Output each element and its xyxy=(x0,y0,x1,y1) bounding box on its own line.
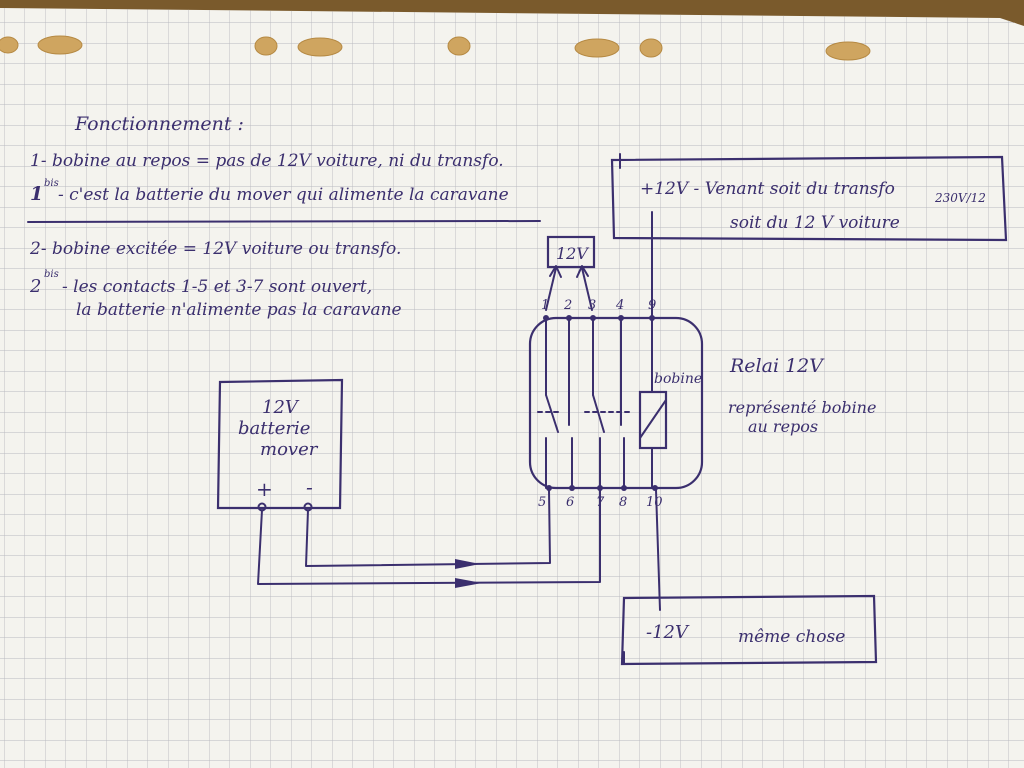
relay-pin-1: 1 xyxy=(541,298,549,313)
arrow-on-plus-wire xyxy=(455,578,482,588)
battery-label-2: batterie xyxy=(238,418,310,439)
arrow-on-minus-wire xyxy=(455,559,480,569)
wire-minus-to-pin-5 xyxy=(305,489,551,567)
relay-pin-8: 8 xyxy=(619,495,627,510)
ground-box-right: même chose xyxy=(738,627,845,647)
note-line-2: 2- bobine excitée = 12V voiture ou trans… xyxy=(29,239,401,259)
arrow-head-3 xyxy=(576,265,589,278)
relay-bottom-pin-dots xyxy=(546,485,658,491)
relay-coil-slash xyxy=(639,399,667,439)
battery-minus: - xyxy=(306,475,313,499)
relay-desc-line-2: au repos xyxy=(748,417,818,436)
ground-box-left: -12V xyxy=(646,622,690,643)
note-line-2bis-number: 2 xyxy=(29,276,41,297)
ground-wire-pin-10 xyxy=(655,489,661,611)
relay-coil-label: bobine xyxy=(654,371,702,387)
battery-label-1: 12V xyxy=(262,397,300,418)
binder-holes xyxy=(0,35,871,61)
separator-line xyxy=(27,220,541,223)
supply-box-line-2: soit du 12 V voiture xyxy=(730,213,900,233)
relay-pin-4: 4 xyxy=(615,298,624,313)
relay-pin-3: 3 xyxy=(588,298,596,313)
note-line-2bis-text-a: - les contacts 1-5 et 3-7 sont ouvert, xyxy=(62,277,372,297)
paper-grid xyxy=(0,8,1024,768)
note-line-2bis-text-b: la batterie n'alimente pas la caravane xyxy=(76,300,402,320)
note-line-1bis-number: 1 xyxy=(30,183,43,205)
supply-box xyxy=(610,155,1008,242)
relay-pin-2: 2 xyxy=(563,298,572,313)
small-12v-box xyxy=(546,235,596,269)
arrow-to-pin-1 xyxy=(545,267,557,311)
note-line-1bis-superscript: bis xyxy=(44,178,59,189)
arrow-head-1 xyxy=(549,265,562,278)
supply-box-subscript: 230V/12 xyxy=(934,191,986,205)
battery-plus: + xyxy=(256,477,273,501)
note-line-1: 1- bobine au repos = pas de 12V voiture,… xyxy=(30,151,504,171)
arrow-to-pin-3 xyxy=(581,267,593,311)
relay-pin-6: 6 xyxy=(566,495,574,510)
note-line-2bis-superscript: bis xyxy=(44,269,59,280)
relay-desc-line-1: représenté bobine xyxy=(728,398,876,417)
supply-box-line-1: +12V - Venant soit du transfo xyxy=(640,179,895,199)
relay-title: Relai 12V xyxy=(729,355,825,377)
relay-body xyxy=(528,316,704,490)
relay-top-pin-dots xyxy=(543,315,655,321)
note-line-1bis-text: - c'est la batterie du mover qui aliment… xyxy=(58,185,509,205)
relay-pin-9: 9 xyxy=(648,298,656,313)
relay-contacts xyxy=(537,317,633,489)
heading-text: Fonctionnement : xyxy=(74,113,244,135)
battery-label-3: mover xyxy=(260,439,319,460)
relay-pin-5: 5 xyxy=(538,495,546,510)
battery-box xyxy=(216,378,344,510)
ground-box xyxy=(620,594,878,666)
small-12v-box-label: 12V xyxy=(556,244,589,263)
relay-pin-10: 10 xyxy=(646,495,663,510)
wire-plus-to-pin-7 xyxy=(257,489,601,585)
